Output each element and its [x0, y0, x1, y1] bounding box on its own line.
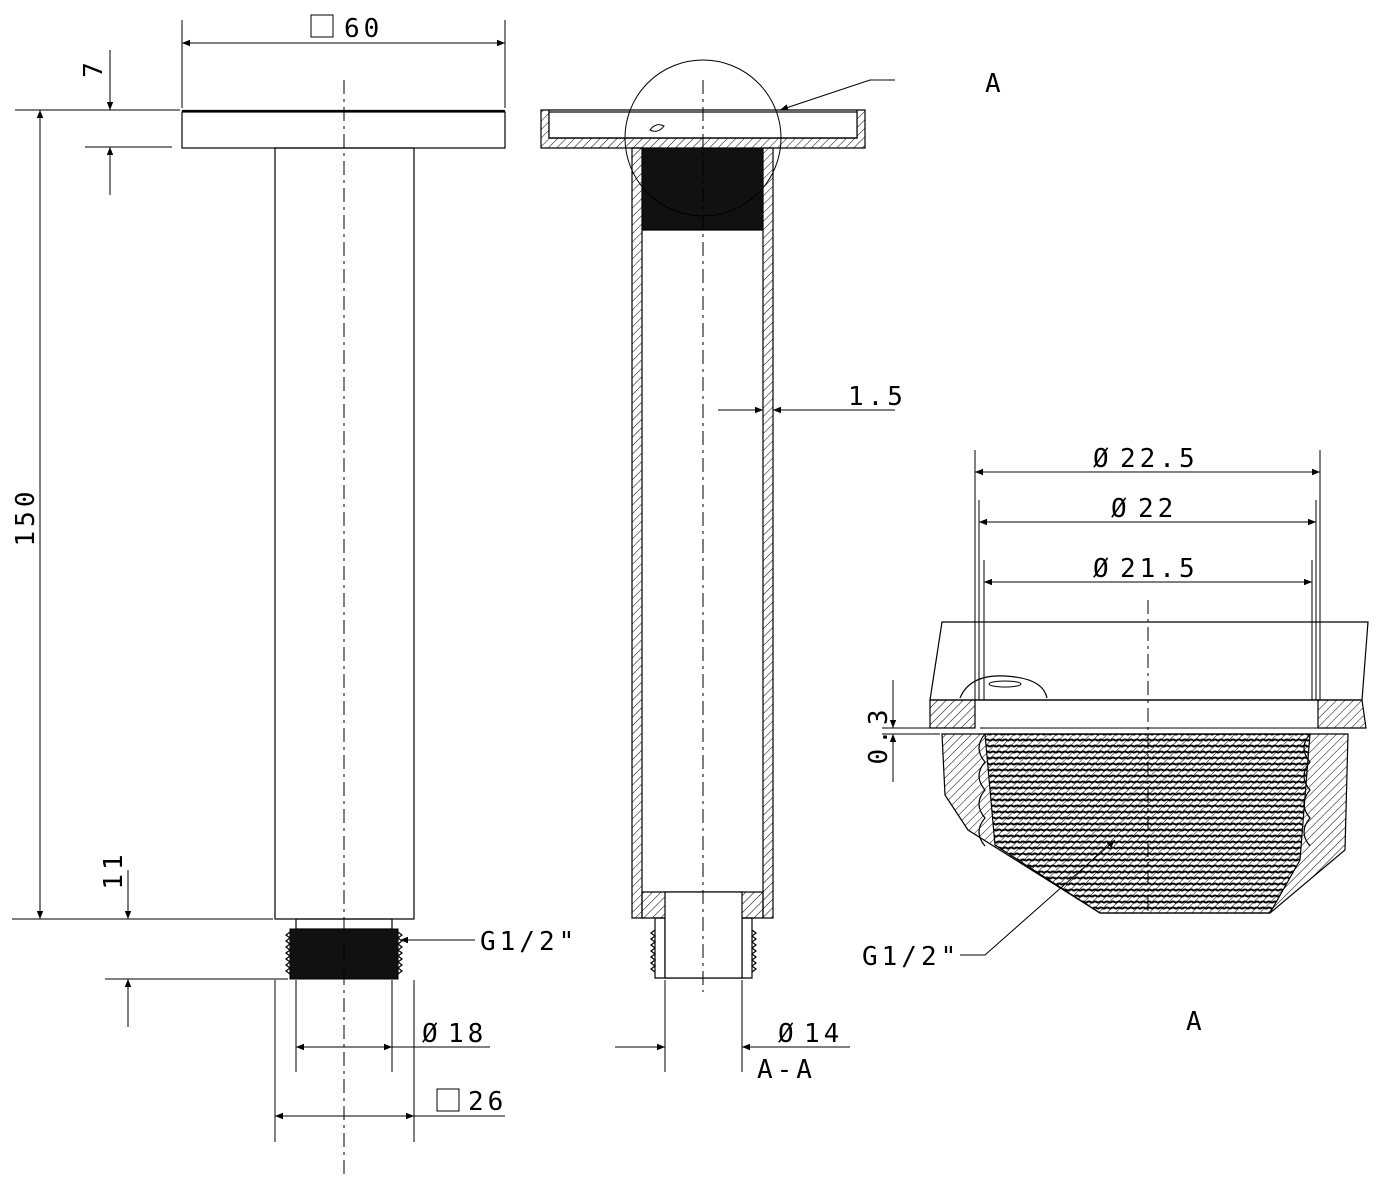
detail-view: Ø 22.5 Ø 22 Ø 21.5 0.3 G1/2" A	[862, 444, 1369, 1037]
dim-tube-square: 26	[468, 1087, 507, 1117]
dim-bore-diameter: 14	[804, 1019, 843, 1049]
dim-detail-gap: 0.3	[864, 706, 894, 765]
dim-detail-d3: 21.5	[1120, 554, 1199, 584]
detail-title: A	[1186, 1007, 1206, 1037]
detail-flange	[929, 621, 1369, 701]
section-view: A 1.5 Ø 14 A-A	[540, 59, 1005, 1085]
dim-thread-diameter: 18	[448, 1019, 487, 1049]
dim-wall-thickness: 1.5	[848, 382, 907, 412]
dim-detail-d2: 22	[1138, 494, 1177, 524]
front-thread-spec: G1/2"	[480, 927, 578, 957]
diameter-symbol: Ø	[778, 1019, 798, 1049]
dim-detail-d1: 22.5	[1120, 444, 1199, 474]
dim-thread-length: 11	[99, 850, 129, 889]
front-view: 60 7 150 11 G1/2" Ø 18 26	[11, 14, 578, 1178]
dim-flange-square: 60	[344, 14, 383, 44]
detail-circle	[624, 59, 782, 217]
section-label: A-A	[757, 1055, 816, 1085]
diameter-symbol: Ø	[1111, 494, 1131, 524]
detail-thread-spec: G1/2"	[862, 942, 960, 972]
dim-flange-thickness: 7	[79, 58, 109, 78]
detail-reference-label: A	[985, 69, 1005, 99]
dim-overall-length: 150	[11, 488, 41, 547]
diameter-symbol: Ø	[1093, 444, 1113, 474]
diameter-symbol: Ø	[1093, 554, 1113, 584]
square-symbol	[310, 14, 334, 38]
section-right-wall	[762, 147, 774, 919]
diameter-symbol: Ø	[422, 1019, 442, 1049]
section-left-wall	[631, 147, 643, 919]
